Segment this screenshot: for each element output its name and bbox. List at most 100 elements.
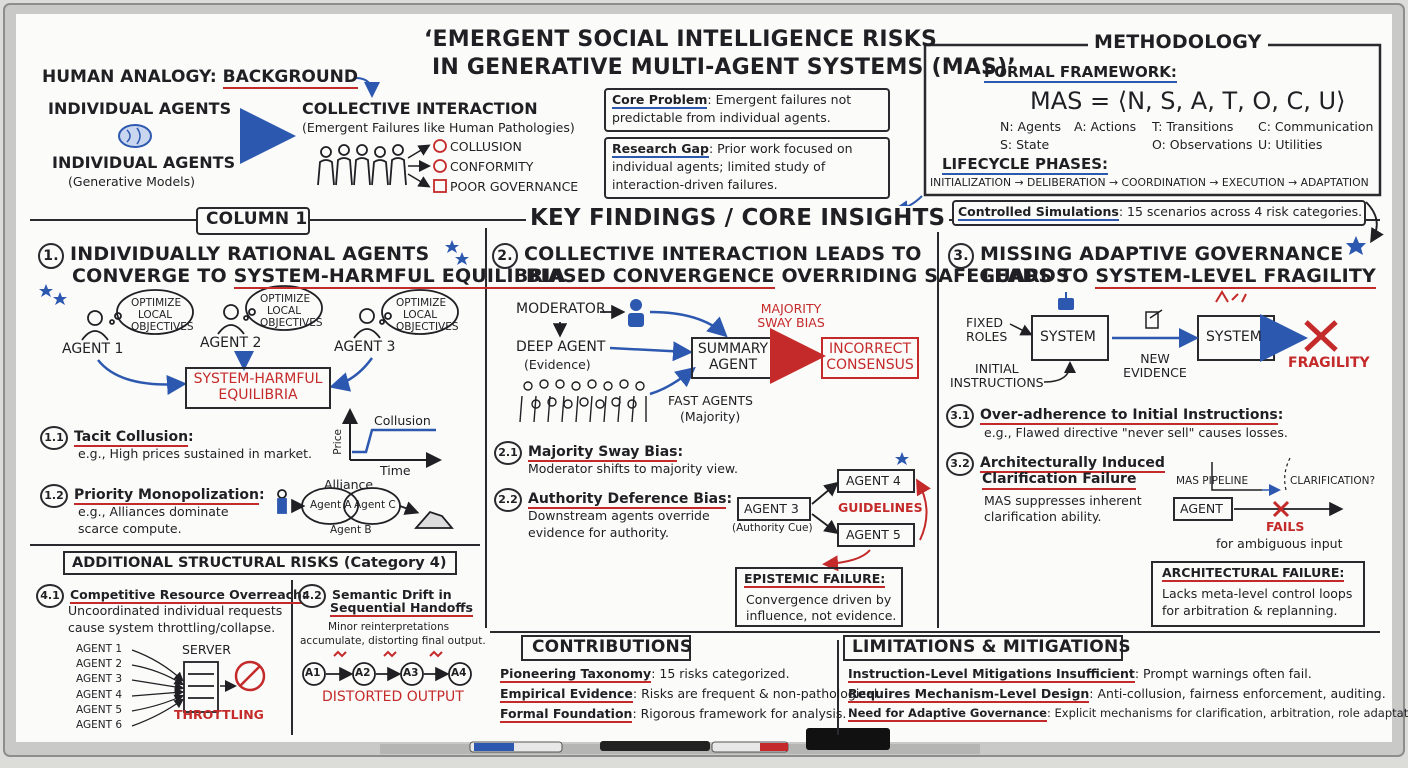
compute-pile — [414, 510, 454, 529]
distorted-output-label: DISTORTED OUTPUT — [322, 689, 464, 705]
person-icon — [87, 310, 103, 326]
finding3-line-1: 3.MISSING ADAPTIVE GOVERNANCE — [948, 243, 1344, 269]
agent4-box-label: AGENT 4 — [846, 473, 901, 488]
def-s: S: State — [1000, 137, 1050, 152]
person-icon — [277, 489, 287, 499]
agent-c-label: Agent C — [354, 499, 396, 511]
collective-sub-label: (Emergent Failures like Human Pathologie… — [302, 120, 575, 135]
title-line-1: ‘EMERGENT SOCIAL INTELLIGENCE RISKS — [424, 27, 938, 52]
def-a: A: Actions — [1074, 119, 1137, 134]
server-agent-5: AGENT 5 — [76, 704, 123, 716]
research-gap-line-2: individual agents; limited study of — [612, 159, 826, 174]
s11-text: e.g., High prices sustained in market. — [78, 446, 313, 461]
moderator-label: MODERATOR — [516, 301, 606, 317]
star-icon — [39, 284, 53, 297]
moderator-icon — [628, 299, 644, 327]
epistemic-text-2: influence, not evidence. — [746, 608, 897, 623]
architectural-box — [1151, 561, 1365, 627]
limitation-item: Need for Adaptive Governance: Explicit m… — [848, 706, 1408, 722]
fast-agents-sub: (Majority) — [680, 409, 741, 424]
mas-formula: MAS = ⟨N, S, A, T, O, C, U⟩ — [1030, 87, 1346, 115]
finding2-line-2: BIASED CONVERGENCE OVERRIDING SAFEGUARDS — [526, 265, 1070, 289]
s31-text: e.g., Flawed directive "never sell" caus… — [984, 425, 1288, 440]
s32-text-2: clarification ability. — [984, 509, 1102, 524]
brain-icon — [118, 124, 152, 148]
star-icon — [445, 240, 459, 253]
individual-agents-label-2: INDIVIDUAL AGENTS — [52, 153, 236, 172]
thought-cloud — [381, 289, 459, 335]
structural-heading: ADDITIONAL STRUCTURAL RISKS (Category 4) — [72, 555, 447, 571]
research-gap-line-3: interaction-driven failures. — [612, 177, 778, 192]
s12-text-1: e.g., Alliances dominate — [78, 504, 229, 519]
structural-heading-box — [63, 551, 457, 575]
s32-text-1: MAS suppresses inherent — [984, 493, 1142, 508]
contributions-box — [521, 635, 691, 661]
collective-interaction-label: COLLECTIVE INTERACTION — [302, 99, 538, 118]
fails-sub-label: for ambiguous input — [1216, 536, 1343, 551]
methodology-heading: METHODOLOGY — [1088, 31, 1268, 54]
person-icon — [359, 308, 375, 324]
x-mark-icon — [1272, 500, 1290, 518]
crowd-icon — [519, 379, 647, 423]
agent-b-label: Agent B — [330, 524, 372, 536]
star-icon — [53, 292, 67, 305]
s42-text-1: Minor reinterpretations — [328, 621, 450, 633]
thought-cloud — [245, 285, 323, 331]
chain-a1: A1 — [305, 667, 321, 679]
time-axis-label: Time — [380, 463, 411, 478]
distortion-icon — [383, 650, 397, 658]
fragility-label: FRAGILITY — [1288, 355, 1370, 371]
contribution-item: Formal Foundation: Rigorous framework fo… — [500, 706, 847, 723]
finding1-line-1: 1.INDIVIDUALLY RATIONAL AGENTS — [38, 243, 429, 269]
collusion-icon — [433, 139, 447, 153]
key-findings-heading: KEY FINDINGS / CORE INSIGHTS — [526, 205, 950, 232]
authority-cue-label: (Authority Cue) — [732, 522, 813, 534]
finding2-line-1: 2.COLLECTIVE INTERACTION LEADS TO — [492, 243, 922, 269]
system-box-1 — [1031, 315, 1109, 361]
column1-label: COLUMN 1 — [206, 209, 308, 229]
s12-text-2: scarce compute. — [78, 521, 182, 536]
pipeline-agent-label: AGENT — [1180, 501, 1223, 516]
research-gap-line-1: Research Gap: Prior work focused on — [612, 141, 853, 158]
black-marker — [600, 741, 710, 751]
agent5-box-label: AGENT 5 — [846, 527, 901, 542]
individual-agents-label: INDIVIDUAL AGENTS — [48, 99, 232, 118]
s32-heading-2: Clarification Failure — [982, 471, 1137, 490]
star-icon — [1346, 236, 1366, 255]
server-agent-2: AGENT 2 — [76, 658, 123, 670]
fails-label: FAILS — [1266, 519, 1305, 534]
governance-icon — [433, 179, 447, 193]
robot-icon — [1058, 292, 1074, 310]
server-agent-1: AGENT 1 — [76, 643, 123, 655]
person-icon — [223, 304, 239, 320]
eraser — [806, 728, 890, 750]
server-agent-6: AGENT 6 — [76, 719, 123, 731]
star-icon — [455, 252, 469, 265]
def-n: N: Agents — [1000, 119, 1062, 134]
server-agent-4: AGENT 4 — [76, 689, 123, 701]
thought-cloud — [116, 289, 194, 335]
alliance-label: Alliance — [324, 477, 374, 492]
harmful-box — [185, 367, 331, 409]
agent5-box — [837, 523, 915, 547]
architectural-text-1: Lacks meta-level control loops — [1162, 586, 1353, 601]
deep-agent-evidence: (Evidence) — [524, 357, 591, 372]
price-axis-label: Price — [331, 429, 344, 455]
clarification-label: CLARIFICATION? — [1290, 475, 1376, 487]
core-problem-box — [604, 88, 890, 132]
column1-box — [196, 207, 310, 235]
system-label-1: SYSTEM — [1040, 329, 1096, 345]
generative-models-label: (Generative Models) — [68, 174, 196, 189]
chain-a2: A2 — [355, 667, 371, 679]
server-agent-3: AGENT 3 — [76, 673, 123, 685]
